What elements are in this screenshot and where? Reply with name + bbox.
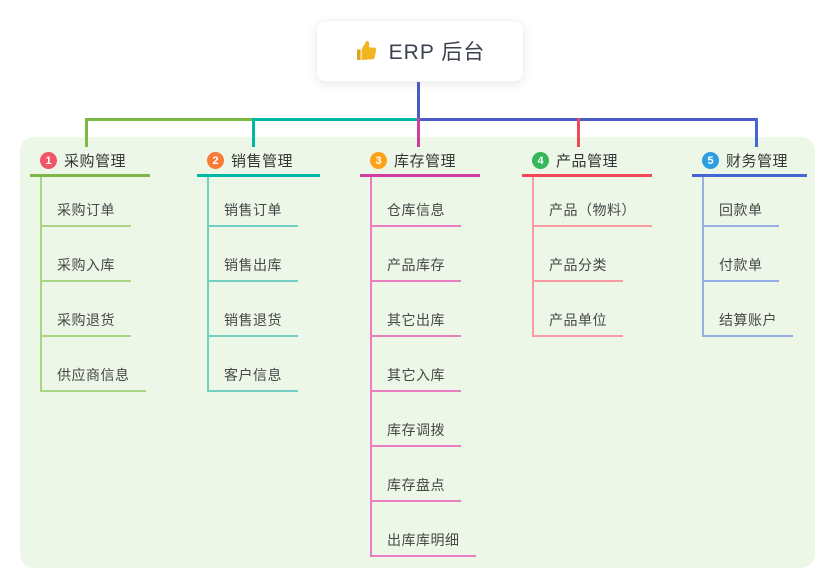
branch-header[interactable]: 4 产品管理 xyxy=(522,147,652,177)
child-label: 销售出库 xyxy=(224,257,282,273)
connector-drop xyxy=(755,118,758,147)
child-node[interactable]: 库存调拨 xyxy=(370,392,461,447)
child-node[interactable]: 产品单位 xyxy=(532,282,623,337)
child-node[interactable]: 客户信息 xyxy=(207,337,298,392)
child-label: 产品分类 xyxy=(549,257,607,273)
connector-drop xyxy=(85,118,88,147)
connector-drop xyxy=(252,118,255,147)
child-label: 供应商信息 xyxy=(57,367,130,383)
branch-header[interactable]: 5 财务管理 xyxy=(692,147,807,177)
branch-label: 销售管理 xyxy=(231,153,294,170)
branch-number-badge: 4 xyxy=(532,152,549,169)
child-label: 采购退货 xyxy=(57,312,115,328)
child-node[interactable]: 销售出库 xyxy=(207,227,298,282)
child-node[interactable]: 产品库存 xyxy=(370,227,461,282)
child-node[interactable]: 销售退货 xyxy=(207,282,298,337)
branch-children: 产品（物料） 产品分类产品单位 xyxy=(522,177,652,337)
child-label: 仓库信息 xyxy=(387,202,445,218)
child-node[interactable]: 库存盘点 xyxy=(370,447,461,502)
connector-trunk xyxy=(417,82,420,118)
connector-h-segment xyxy=(85,118,252,121)
child-node[interactable]: 采购退货 xyxy=(40,282,131,337)
branch-column: 5 财务管理回款单付款单结算账户 xyxy=(692,147,807,337)
child-label: 销售订单 xyxy=(224,202,282,218)
child-node[interactable]: 其它入库 xyxy=(370,337,461,392)
child-node[interactable]: 付款单 xyxy=(702,227,779,282)
child-node[interactable]: 结算账户 xyxy=(702,282,793,337)
branch-number-badge: 2 xyxy=(207,152,224,169)
child-label: 其它入库 xyxy=(387,367,445,383)
root-node[interactable]: ERP 后台 xyxy=(316,20,524,82)
branch-children: 回款单付款单结算账户 xyxy=(692,177,793,337)
child-label: 产品单位 xyxy=(549,312,607,328)
child-label: 产品库存 xyxy=(387,257,445,273)
child-node[interactable]: 采购入库 xyxy=(40,227,131,282)
thumbs-up-icon xyxy=(356,41,376,60)
child-label: 结算账户 xyxy=(719,312,777,328)
branch-label: 财务管理 xyxy=(726,153,789,170)
child-label: 付款单 xyxy=(719,257,763,273)
child-label: 其它出库 xyxy=(387,312,445,328)
child-node[interactable]: 其它出库 xyxy=(370,282,461,337)
branch-column: 1 采购管理采购订单采购入库采购退货供应商信息 xyxy=(30,147,150,392)
connector-drop xyxy=(417,118,420,147)
branch-number-badge: 3 xyxy=(370,152,387,169)
branch-children: 销售订单销售出库销售退货客户信息 xyxy=(197,177,298,392)
child-label: 出库库明细 xyxy=(387,532,460,548)
child-label: 库存盘点 xyxy=(387,477,445,493)
child-node[interactable]: 出库库明细 xyxy=(370,502,476,557)
child-label: 客户信息 xyxy=(224,367,282,383)
connector-drop xyxy=(577,118,580,147)
child-label: 采购入库 xyxy=(57,257,115,273)
connector-h-segment xyxy=(252,118,417,121)
branch-number-badge: 1 xyxy=(40,152,57,169)
mindmap-panel xyxy=(20,137,815,568)
child-label: 产品（物料） xyxy=(549,202,636,218)
branch-column: 4 产品管理产品（物料） 产品分类产品单位 xyxy=(522,147,652,337)
branch-header[interactable]: 3 库存管理 xyxy=(360,147,480,177)
child-node[interactable]: 产品分类 xyxy=(532,227,623,282)
branch-label: 库存管理 xyxy=(394,153,457,170)
branch-label: 采购管理 xyxy=(64,153,127,170)
root-title: ERP 后台 xyxy=(388,41,486,64)
branch-number-badge: 5 xyxy=(702,152,719,169)
branch-label: 产品管理 xyxy=(556,153,619,170)
branch-column: 3 库存管理仓库信息产品库存其它出库其它入库库存调拨库存盘点出库库明细 xyxy=(360,147,480,557)
child-label: 回款单 xyxy=(719,202,763,218)
child-node[interactable]: 仓库信息 xyxy=(370,177,461,227)
branch-children: 采购订单采购入库采购退货供应商信息 xyxy=(30,177,146,392)
branch-column: 2 销售管理销售订单销售出库销售退货客户信息 xyxy=(197,147,320,392)
child-label: 采购订单 xyxy=(57,202,115,218)
child-node[interactable]: 采购订单 xyxy=(40,177,131,227)
branch-header[interactable]: 2 销售管理 xyxy=(197,147,320,177)
child-node[interactable]: 销售订单 xyxy=(207,177,298,227)
child-label: 销售退货 xyxy=(224,312,282,328)
connector-h-segment xyxy=(417,118,758,121)
branch-children: 仓库信息产品库存其它出库其它入库库存调拨库存盘点出库库明细 xyxy=(360,177,476,557)
child-node[interactable]: 供应商信息 xyxy=(40,337,146,392)
branch-header[interactable]: 1 采购管理 xyxy=(30,147,150,177)
child-node[interactable]: 产品（物料） xyxy=(532,177,652,227)
child-node[interactable]: 回款单 xyxy=(702,177,779,227)
child-label: 库存调拨 xyxy=(387,422,445,438)
